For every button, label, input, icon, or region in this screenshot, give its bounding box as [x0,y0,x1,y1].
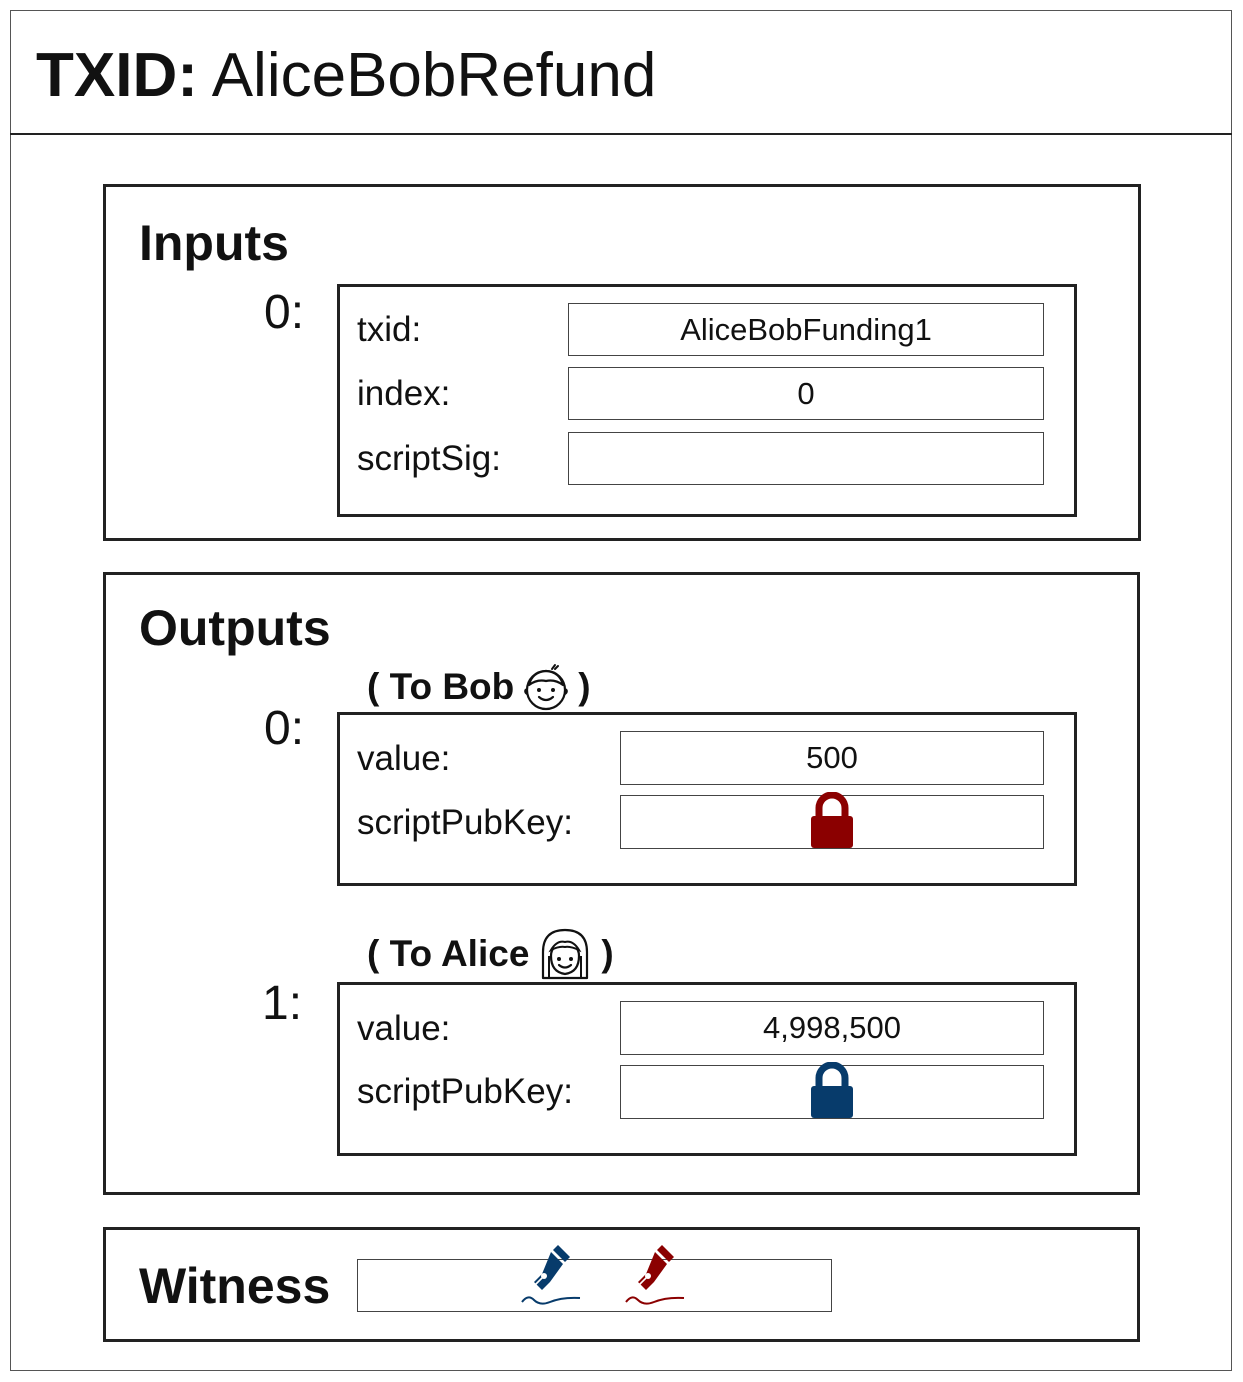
witness-heading: Witness [139,1258,331,1314]
output-1-box [337,982,1077,1156]
fountain-pen-signature-icon [624,1242,690,1312]
output-0-value: 500 [620,731,1044,785]
fountain-pen-signature-icon [520,1242,586,1312]
output-1-caption-close: ) [601,933,614,974]
alice-face-icon [537,926,593,982]
inputs-heading: Inputs [139,215,289,271]
inputs-section [103,184,1141,541]
outputs-section [103,572,1140,1195]
output-1-value: 4,998,500 [620,1001,1044,1055]
output-1-scriptpubkey-label: scriptPubKey: [357,1072,573,1111]
input-box [337,284,1077,517]
output-1-recipient: ( To Alice [367,933,530,974]
page-title: TXID: AliceBobRefund [36,38,656,114]
output-1-caption: ( To Alice ) [367,926,614,982]
output-0-scriptpubkey-label: scriptPubKey: [357,803,573,842]
output-0-caption-close: ) [578,666,591,707]
output-0-recipient: ( To Bob [367,666,515,707]
padlock-icon [809,1062,855,1118]
txid-label: TXID: [36,41,198,110]
input-index-label: 0: [264,286,305,339]
output-0-scriptpubkey-value [620,792,1044,849]
padlock-icon [809,792,855,848]
title-divider [10,133,1232,135]
outputs-heading: Outputs [139,600,331,656]
witness-signatures-box [357,1259,832,1312]
output-0-index-label: 0: [264,702,305,755]
output-1-index-label: 1: [262,977,303,1030]
input-txid-label: txid: [357,310,422,349]
transaction-card [10,10,1232,1371]
input-index-field-label: index: [357,374,451,413]
witness-section [103,1227,1140,1342]
input-scriptsig-label: scriptSig: [357,439,501,478]
input-scriptsig-value [568,432,1044,485]
input-index-value: 0 [568,367,1044,420]
output-1-value-label: value: [357,1009,451,1048]
txid-value: AliceBobRefund [211,41,657,110]
output-0-box [337,712,1077,886]
output-0-caption: ( To Bob ) [367,663,591,711]
bob-face-icon [522,663,570,711]
output-0-value-label: value: [357,739,451,778]
input-txid-value: AliceBobFunding1 [568,303,1044,356]
output-1-scriptpubkey-value [620,1062,1044,1119]
